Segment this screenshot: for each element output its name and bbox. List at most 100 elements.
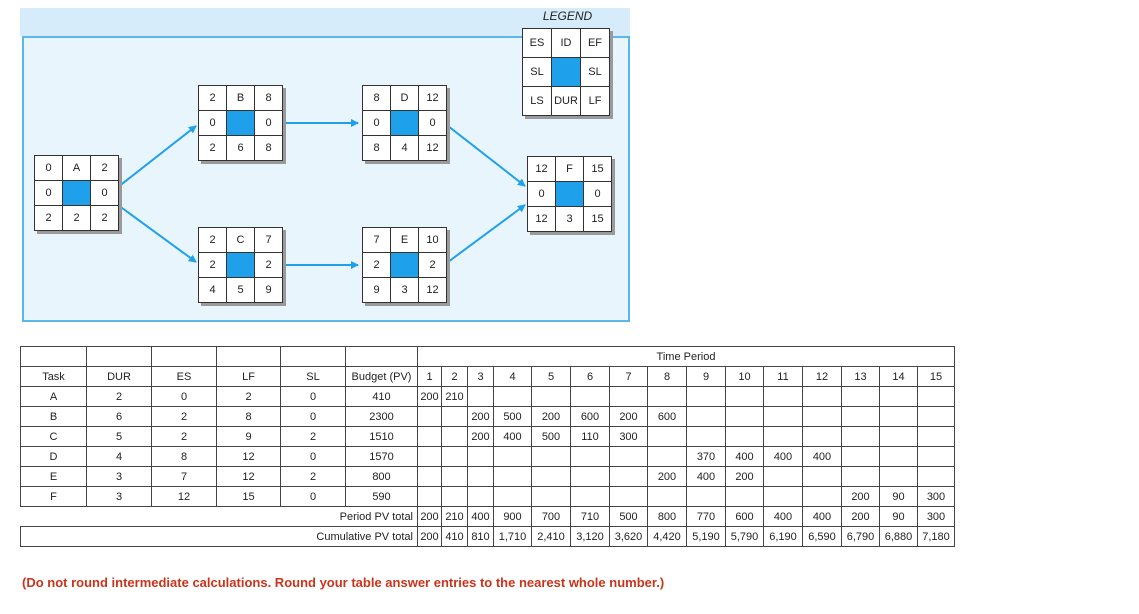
period-total-cell: 400 [763,506,803,527]
cell-es: 8 [151,446,217,467]
node-d-sl-top-cell: 0 [363,111,391,136]
period-value-cell [531,446,571,467]
period-value-cell [441,406,468,427]
period-value-cell [917,386,955,407]
header-spacer [151,346,217,367]
period-value-cell [917,446,955,467]
cumulative-cell: 1,710 [493,526,532,547]
legend-sl-bottom-cell: SL [581,58,610,87]
cumulative-cell: 200 [417,526,442,547]
column-header-task: Task [20,366,87,387]
node-c-ef-cell: 7 [255,228,283,253]
period-value-cell [531,486,571,507]
node-c-ls-cell: 4 [199,278,227,303]
cell-sl: 2 [280,426,346,447]
cumulative-label: Cumulative PV total [20,526,418,547]
period-header: 3 [467,366,494,387]
cell-lf: 8 [216,406,281,427]
cell-task: C [20,426,87,447]
period-value-cell: 200 [609,406,648,427]
cumulative-cell: 6,190 [763,526,803,547]
cumulative-cell: 5,790 [725,526,764,547]
node-e-sl-bottom-cell: 2 [419,253,447,278]
period-total-cell: 800 [647,506,687,527]
arrow-e-f [447,204,526,263]
legend-dur-cell: DUR [552,87,581,116]
node-f-ls-cell: 12 [528,207,556,232]
period-value-cell [493,486,532,507]
period-value-cell [725,426,764,447]
node-f-es-cell: 12 [528,157,556,182]
period-header: 15 [917,366,955,387]
period-value-cell: 300 [917,486,955,507]
time-period-label: Time Period [417,346,955,367]
column-header-sl: SL [280,366,346,387]
period-value-cell [493,466,532,487]
period-value-cell [441,486,468,507]
period-value-cell [609,486,648,507]
period-header: 9 [686,366,726,387]
period-value-cell [802,406,842,427]
period-value-cell [802,466,842,487]
period-value-cell [917,426,955,447]
node-b-ef-cell: 8 [255,86,283,111]
period-value-cell [570,466,610,487]
period-header: 2 [441,366,468,387]
period-value-cell [531,466,571,487]
period-value-cell [879,446,918,467]
period-total-cell: 500 [609,506,648,527]
period-value-cell [609,466,648,487]
cumulative-cell: 7,180 [917,526,955,547]
node-f-sl-top-cell: 0 [528,182,556,207]
node-f-lf-cell: 15 [584,207,612,232]
period-total-cell: 400 [802,506,842,527]
cell-es: 2 [151,406,217,427]
node-b-es-cell: 2 [199,86,227,111]
node-e-lf-cell: 12 [419,278,447,303]
period-value-cell [417,486,442,507]
node-a-dur-cell: 2 [63,206,91,231]
period-value-cell: 400 [493,426,532,447]
cell-dur: 3 [86,466,152,487]
period-total-cell: 210 [441,506,468,527]
arrow-a-c [117,204,197,263]
period-value-cell [493,446,532,467]
legend-title: LEGEND [542,9,593,23]
period-value-cell [725,406,764,427]
node-a-es-cell: 0 [35,156,63,181]
period-value-cell [531,386,571,407]
period-value-cell [879,386,918,407]
period-total-cell: 300 [917,506,955,527]
period-total-cell: 200 [417,506,442,527]
cell-es: 0 [151,386,217,407]
legend-sl-top-cell: SL [523,58,552,87]
node-a-sl-top-cell: 0 [35,181,63,206]
period-value-cell [686,386,726,407]
period-total-label: Period PV total [339,510,413,523]
period-value-cell: 200 [467,406,494,427]
cell-lf: 12 [216,466,281,487]
period-header: 1 [417,366,442,387]
period-value-cell [467,386,494,407]
node-d-es-cell: 8 [363,86,391,111]
cell-task: B [20,406,87,427]
period-header: 6 [570,366,610,387]
cell-task: D [20,446,87,467]
header-spacer [86,346,152,367]
node-b-dur-cell: 6 [227,136,255,161]
node-e-es-cell: 7 [363,228,391,253]
period-value-cell [763,486,803,507]
cell-sl: 0 [280,486,346,507]
cell-task: A [20,386,87,407]
period-value-cell: 400 [725,446,764,467]
period-value-cell: 200 [417,386,442,407]
node-c-es-cell: 2 [199,228,227,253]
cell-budget: 2300 [345,406,418,427]
node-e-ls-cell: 9 [363,278,391,303]
